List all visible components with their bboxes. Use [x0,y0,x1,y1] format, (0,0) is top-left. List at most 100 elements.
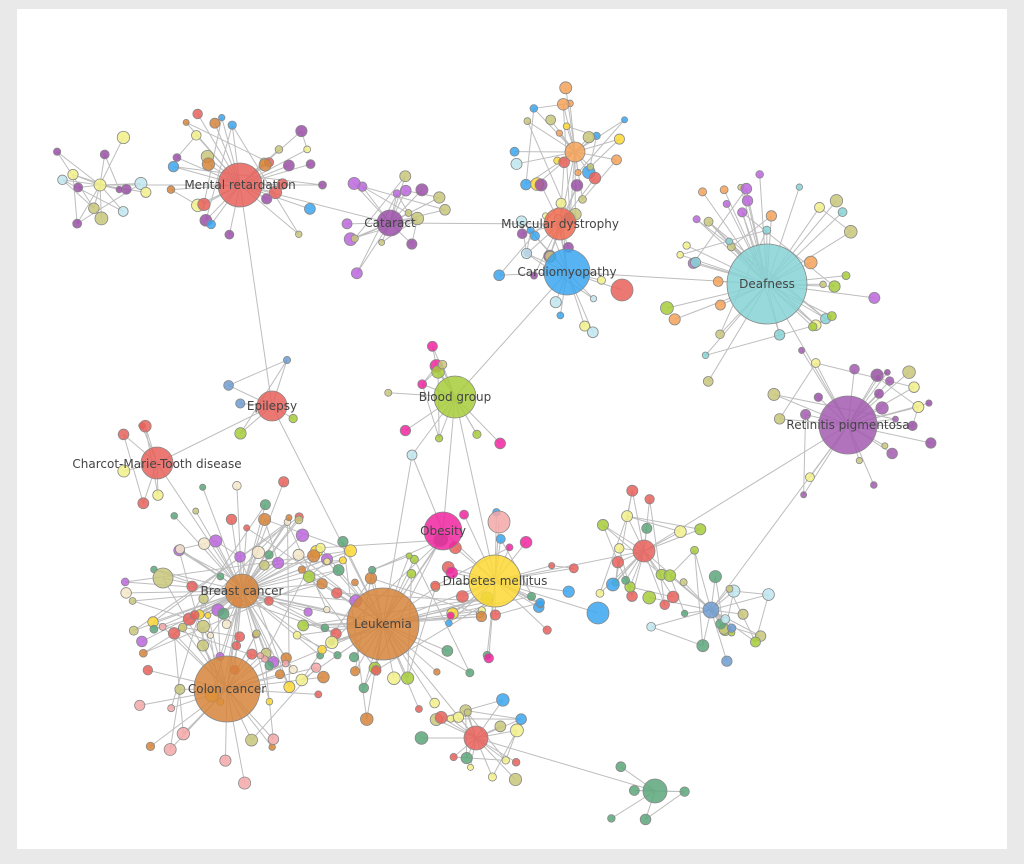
leaf-node[interactable] [881,442,889,450]
leaf-node[interactable] [715,329,725,340]
leaf-node[interactable] [235,398,246,409]
leaf-node[interactable] [494,437,506,450]
leaf-node[interactable] [198,537,211,550]
leaf-node[interactable] [295,673,309,687]
hub-node-deaf[interactable] [726,243,808,325]
leaf-node[interactable] [259,499,271,511]
leaf-node[interactable] [558,156,570,169]
leaf-node[interactable] [535,597,545,608]
leaf-node[interactable] [715,299,726,311]
leaf-node[interactable] [810,358,821,368]
leaf-node[interactable] [542,625,552,635]
leaf-node[interactable] [204,611,212,619]
leaf-node[interactable] [737,207,748,218]
leaf-node[interactable] [445,619,453,627]
hub-node-cmt[interactable] [140,446,174,480]
leaf-node[interactable] [138,648,148,658]
leaf-node[interactable] [463,708,472,717]
leaf-node[interactable] [318,180,327,190]
leaf-node[interactable] [615,761,627,773]
hub-node-cat[interactable] [376,209,404,237]
leaf-node[interactable] [140,186,152,198]
leaf-node[interactable] [325,635,339,650]
leaf-node[interactable] [145,741,156,752]
leaf-node[interactable] [548,562,556,570]
leaf-node[interactable] [417,379,428,390]
leaf-node[interactable] [725,584,734,593]
leaf-node[interactable] [813,392,824,402]
leaf-node[interactable] [800,491,808,499]
leaf-node[interactable] [307,549,321,563]
leaf-node[interactable] [868,291,881,304]
leaf-node[interactable] [493,269,505,282]
leaf-node[interactable] [762,225,772,235]
leaf-node[interactable] [614,543,625,554]
leaf-node[interactable] [798,346,806,354]
leaf-node[interactable] [519,535,533,549]
leaf-node[interactable] [495,534,506,544]
leaf-node[interactable] [406,568,417,579]
leaf-node[interactable] [281,659,290,668]
leaf-node[interactable] [294,515,304,525]
leaf-node[interactable] [874,388,884,399]
leaf-node[interactable] [912,401,925,413]
leaf-node[interactable] [225,513,238,526]
leaf-node[interactable] [302,570,316,583]
leaf-node[interactable] [557,98,570,111]
leaf-node[interactable] [170,512,178,520]
leaf-node[interactable] [243,524,251,532]
leaf-node[interactable] [234,631,246,643]
hub-node-mr[interactable] [217,162,263,208]
leaf-node[interactable] [314,690,323,699]
leaf-node[interactable] [274,669,285,680]
leaf-node[interactable] [666,590,680,604]
leaf-node[interactable] [182,118,190,126]
leaf-node[interactable] [176,727,191,741]
leaf-node[interactable] [510,723,524,738]
leaf-node[interactable] [526,591,537,601]
leaf-node[interactable] [167,161,180,173]
leaf-node[interactable] [134,177,148,190]
leaf-node[interactable] [94,211,109,226]
leaf-node[interactable] [459,509,469,520]
leaf-node[interactable] [264,550,274,560]
leaf-node[interactable] [317,644,327,655]
leaf-node[interactable] [800,409,812,420]
minor-hub-node[interactable] [406,449,418,461]
leaf-node[interactable] [128,625,139,636]
leaf-node[interactable] [259,559,270,571]
leaf-node[interactable] [460,752,473,765]
leaf-node[interactable] [555,197,567,209]
leaf-node[interactable] [57,174,68,186]
leaf-node[interactable] [708,570,722,584]
leaf-node[interactable] [907,420,918,431]
leaf-node[interactable] [613,133,625,145]
leaf-node[interactable] [192,108,203,120]
leaf-node[interactable] [439,204,451,216]
leaf-node[interactable] [88,202,100,214]
leaf-node[interactable] [549,296,562,309]
leaf-node[interactable] [199,483,207,491]
leaf-node[interactable] [467,763,474,771]
leaf-node[interactable] [245,733,258,747]
leaf-node[interactable] [446,611,455,620]
leaf-node[interactable] [690,545,699,555]
leaf-node[interactable] [449,753,458,762]
leaf-node[interactable] [350,234,359,243]
leaf-node[interactable] [282,159,295,172]
leaf-node[interactable] [186,580,198,593]
leaf-node[interactable] [297,565,307,574]
leaf-node[interactable] [401,671,415,685]
leaf-node[interactable] [892,415,899,423]
leaf-node[interactable] [510,157,523,170]
leaf-node[interactable] [292,548,305,561]
leaf-node[interactable] [73,182,84,193]
leaf-node[interactable] [315,542,326,553]
leaf-node[interactable] [595,588,605,598]
leaf-node[interactable] [607,814,616,823]
leaf-node[interactable] [167,627,181,640]
leaf-node[interactable] [621,510,633,523]
leaf-node[interactable] [136,635,148,648]
leaf-node[interactable] [414,731,429,745]
leaf-node[interactable] [285,514,293,522]
